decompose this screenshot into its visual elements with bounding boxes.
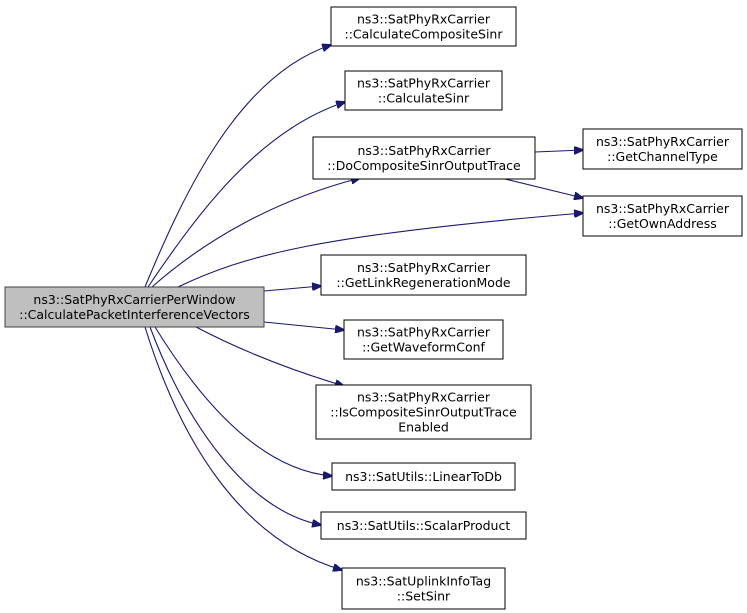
node-box: [331, 462, 516, 491]
node-calc-composite-sinr[interactable]: ns3::SatPhyRxCarrier::CalculateComposite…: [330, 6, 517, 47]
edge-root-to-get-own-address: [177, 213, 583, 288]
node-label-line: ::DoCompositeSinrOutputTrace: [327, 158, 521, 173]
node-label-line: ::CalculateSinr: [378, 91, 470, 106]
node-label-line: ns3::SatPhyRxCarrier: [357, 325, 491, 340]
node-label-line: ::GetWaveformConf: [362, 340, 485, 355]
edge-root-to-scalar-product: [149, 326, 321, 525]
node-box: [343, 319, 504, 360]
edges-layer: [144, 45, 583, 570]
edge-root-to-get-waveform-conf: [263, 321, 344, 330]
node-label-line: ::GetOwnAddress: [608, 216, 716, 231]
node-box: [582, 195, 743, 237]
node-calc-sinr[interactable]: ns3::SatPhyRxCarrier::CalculateSinr: [344, 70, 503, 111]
node-set-sinr[interactable]: ns3::SatUplinkInfoTag::SetSinr: [341, 567, 506, 610]
edge-root-to-calc-composite-sinr: [144, 45, 331, 288]
node-scalar-product[interactable]: ns3::SatUtils::ScalarProduct: [320, 511, 527, 540]
node-box: [582, 128, 743, 170]
edge-root-to-do-composite-trace: [151, 178, 360, 288]
edge-do-composite-trace-to-get-own-address: [504, 178, 583, 198]
node-label-line: ns3::SatPhyRxCarrier: [358, 143, 492, 158]
node-box: [4, 286, 265, 328]
node-box: [344, 70, 503, 111]
node-do-composite-trace[interactable]: ns3::SatPhyRxCarrier::DoCompositeSinrOut…: [312, 136, 536, 180]
node-root[interactable]: ns3::SatPhyRxCarrierPerWindow::Calculate…: [4, 286, 265, 328]
node-label-line: ::SetSinr: [397, 589, 451, 604]
node-label-line: ::GetChannelType: [607, 149, 718, 164]
node-label-line: ns3::SatPhyRxCarrier: [357, 260, 491, 275]
node-label-line: ::CalculateCompositeSinr: [345, 27, 504, 42]
node-box: [320, 511, 527, 540]
node-label-line: ns3::SatPhyRxCarrier: [596, 201, 730, 216]
node-label-line: ns3::SatPhyRxCarrier: [357, 76, 491, 91]
node-linear-to-db[interactable]: ns3::SatUtils::LinearToDb: [331, 462, 516, 491]
node-box: [315, 384, 532, 440]
node-label-line: ns3::SatPhyRxCarrier: [596, 134, 730, 149]
node-box: [312, 136, 536, 180]
node-label-line: ns3::SatUtils::LinearToDb: [345, 469, 502, 484]
node-label-line: Enabled: [398, 420, 449, 435]
node-is-composite-trace[interactable]: ns3::SatPhyRxCarrier::IsCompositeSinrOut…: [315, 384, 532, 440]
node-get-link-regen[interactable]: ns3::SatPhyRxCarrier::GetLinkRegeneratio…: [320, 254, 527, 296]
node-label-line: ::IsCompositeSinrOutputTrace: [330, 405, 517, 420]
node-box: [341, 567, 506, 610]
edge-root-to-get-link-regen: [263, 286, 321, 292]
nodes-layer: ns3::SatPhyRxCarrierPerWindow::Calculate…: [4, 6, 743, 610]
edge-root-to-calc-sinr: [147, 102, 345, 288]
node-get-channel-type[interactable]: ns3::SatPhyRxCarrier::GetChannelType: [582, 128, 743, 170]
edge-root-to-is-composite-trace: [195, 326, 344, 386]
node-get-waveform-conf[interactable]: ns3::SatPhyRxCarrier::GetWaveformConf: [343, 319, 504, 360]
edge-root-to-linear-to-db: [154, 326, 332, 476]
node-get-own-address[interactable]: ns3::SatPhyRxCarrier::GetOwnAddress: [582, 195, 743, 237]
node-box: [330, 6, 517, 47]
node-box: [320, 254, 527, 296]
edge-do-composite-trace-to-get-channel-type: [534, 150, 583, 152]
node-label-line: ns3::SatPhyRxCarrier: [357, 390, 491, 405]
node-label-line: ns3::SatUtils::ScalarProduct: [337, 518, 511, 533]
node-label-line: ns3::SatPhyRxCarrierPerWindow: [33, 292, 235, 307]
node-label-line: ::GetLinkRegenerationMode: [336, 275, 510, 290]
node-label-line: ns3::SatUplinkInfoTag: [356, 574, 491, 589]
node-label-line: ns3::SatPhyRxCarrier: [357, 12, 491, 27]
node-label-line: ::CalculatePacketInterferenceVectors: [19, 307, 250, 322]
edge-root-to-set-sinr: [144, 326, 342, 570]
